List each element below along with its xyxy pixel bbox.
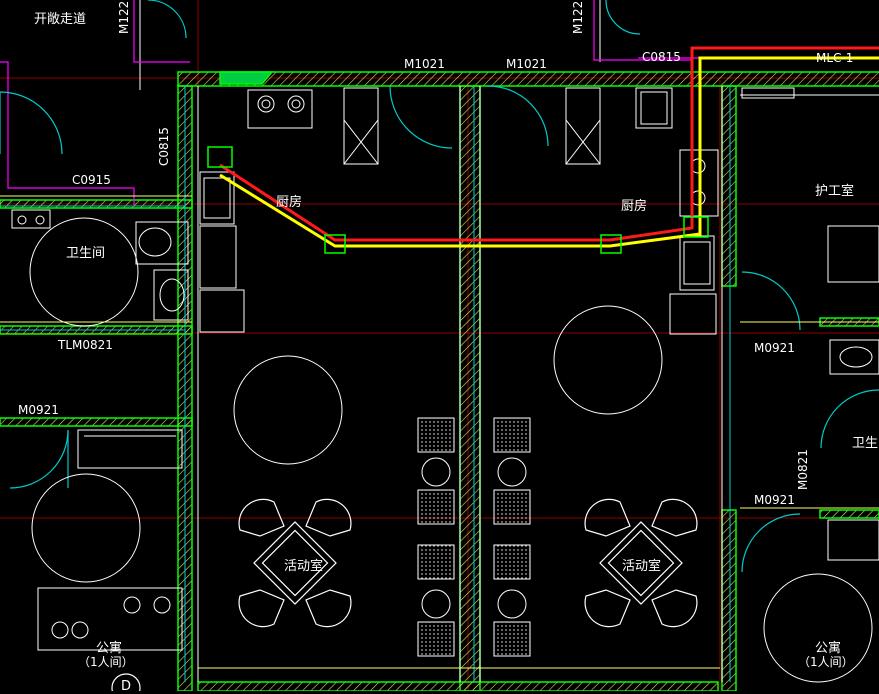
- label-apartment-left: 公寓: [96, 641, 123, 656]
- door-arcs: [0, 0, 879, 573]
- tag-m0821: M0821: [796, 449, 810, 490]
- windows: [0, 195, 879, 669]
- activity-circles: [31, 305, 873, 683]
- dining-table-right: [584, 498, 698, 628]
- magenta-outline: [0, 0, 879, 205]
- tag-m1221-b: M1221: [571, 0, 585, 34]
- label-apartment-right: 公寓: [815, 641, 842, 656]
- tag-mlc1: MLC-1: [816, 51, 854, 65]
- label-apartment-right-sub: （1人间）: [798, 655, 854, 669]
- tag-m1021-a: M1021: [404, 57, 445, 71]
- gas-pipe-red: [219, 46, 879, 242]
- dining-table-left: [238, 498, 352, 628]
- label-bath-right: 卫生: [852, 436, 879, 451]
- gas-pipe-yellow: [219, 56, 879, 248]
- center-chairs: [417, 417, 531, 657]
- bathroom-left-fixtures: [11, 209, 189, 327]
- tag-c0915: C0915: [72, 173, 111, 187]
- label-kitchen-right: 厨房: [621, 199, 648, 214]
- tag-m1021-b: M1021: [506, 57, 547, 71]
- wardrobes: [37, 87, 879, 651]
- label-bath-left: 卫生间: [66, 246, 106, 261]
- label-activity-right: 活动室: [622, 559, 662, 574]
- tag-m1221-a: M1221: [117, 0, 131, 34]
- tag-m0921-right-a: M0921: [754, 341, 795, 355]
- valves: [207, 71, 709, 254]
- tag-m0921-left: M0921: [18, 403, 59, 417]
- label-kitchen-left: 厨房: [276, 195, 303, 210]
- axis-label-d: D: [121, 679, 132, 694]
- kitchen-left-fixtures: [199, 87, 379, 333]
- label-corridor: 开敞走道: [34, 12, 87, 27]
- tag-tlm0821: TLM0821: [58, 338, 113, 352]
- label-nurse-room: 护工室: [815, 184, 855, 199]
- axis-bubble: [111, 673, 141, 691]
- tag-m0921-right-b: M0921: [754, 493, 795, 507]
- wall-lines: [139, 0, 879, 682]
- bathroom-right-fixtures: [827, 225, 879, 375]
- tag-c0815-top: C0815: [642, 50, 681, 64]
- walls: [0, 71, 879, 691]
- tag-c0815-side: C0815: [157, 127, 171, 166]
- label-activity-left: 活动室: [284, 559, 324, 574]
- label-apartment-left-sub: （1人间）: [78, 655, 134, 669]
- cyan-lines: [0, 86, 731, 682]
